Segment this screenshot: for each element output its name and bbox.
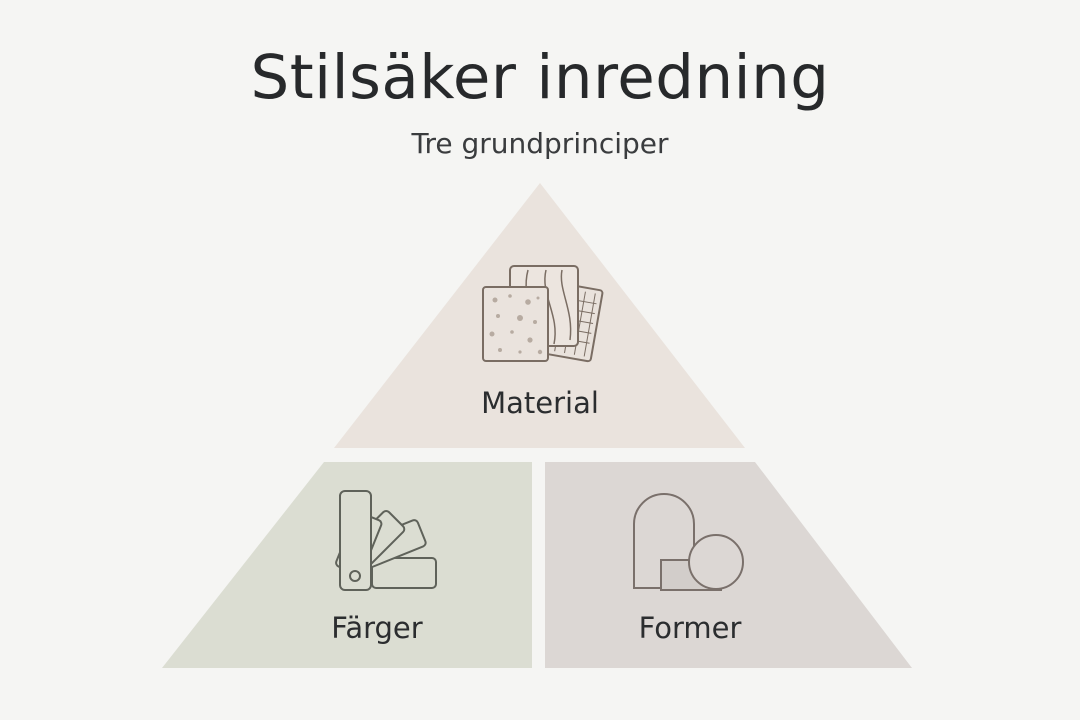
page-title: Stilsäker inredning [250, 42, 830, 113]
label-material: Material [481, 386, 599, 420]
label-farger: Färger [331, 611, 422, 645]
material-samples-icon [482, 265, 604, 363]
page-subtitle: Tre grundprinciper [411, 127, 669, 160]
label-former: Former [639, 611, 742, 645]
shapes-icon [633, 493, 744, 591]
color-fan-icon [335, 490, 437, 591]
